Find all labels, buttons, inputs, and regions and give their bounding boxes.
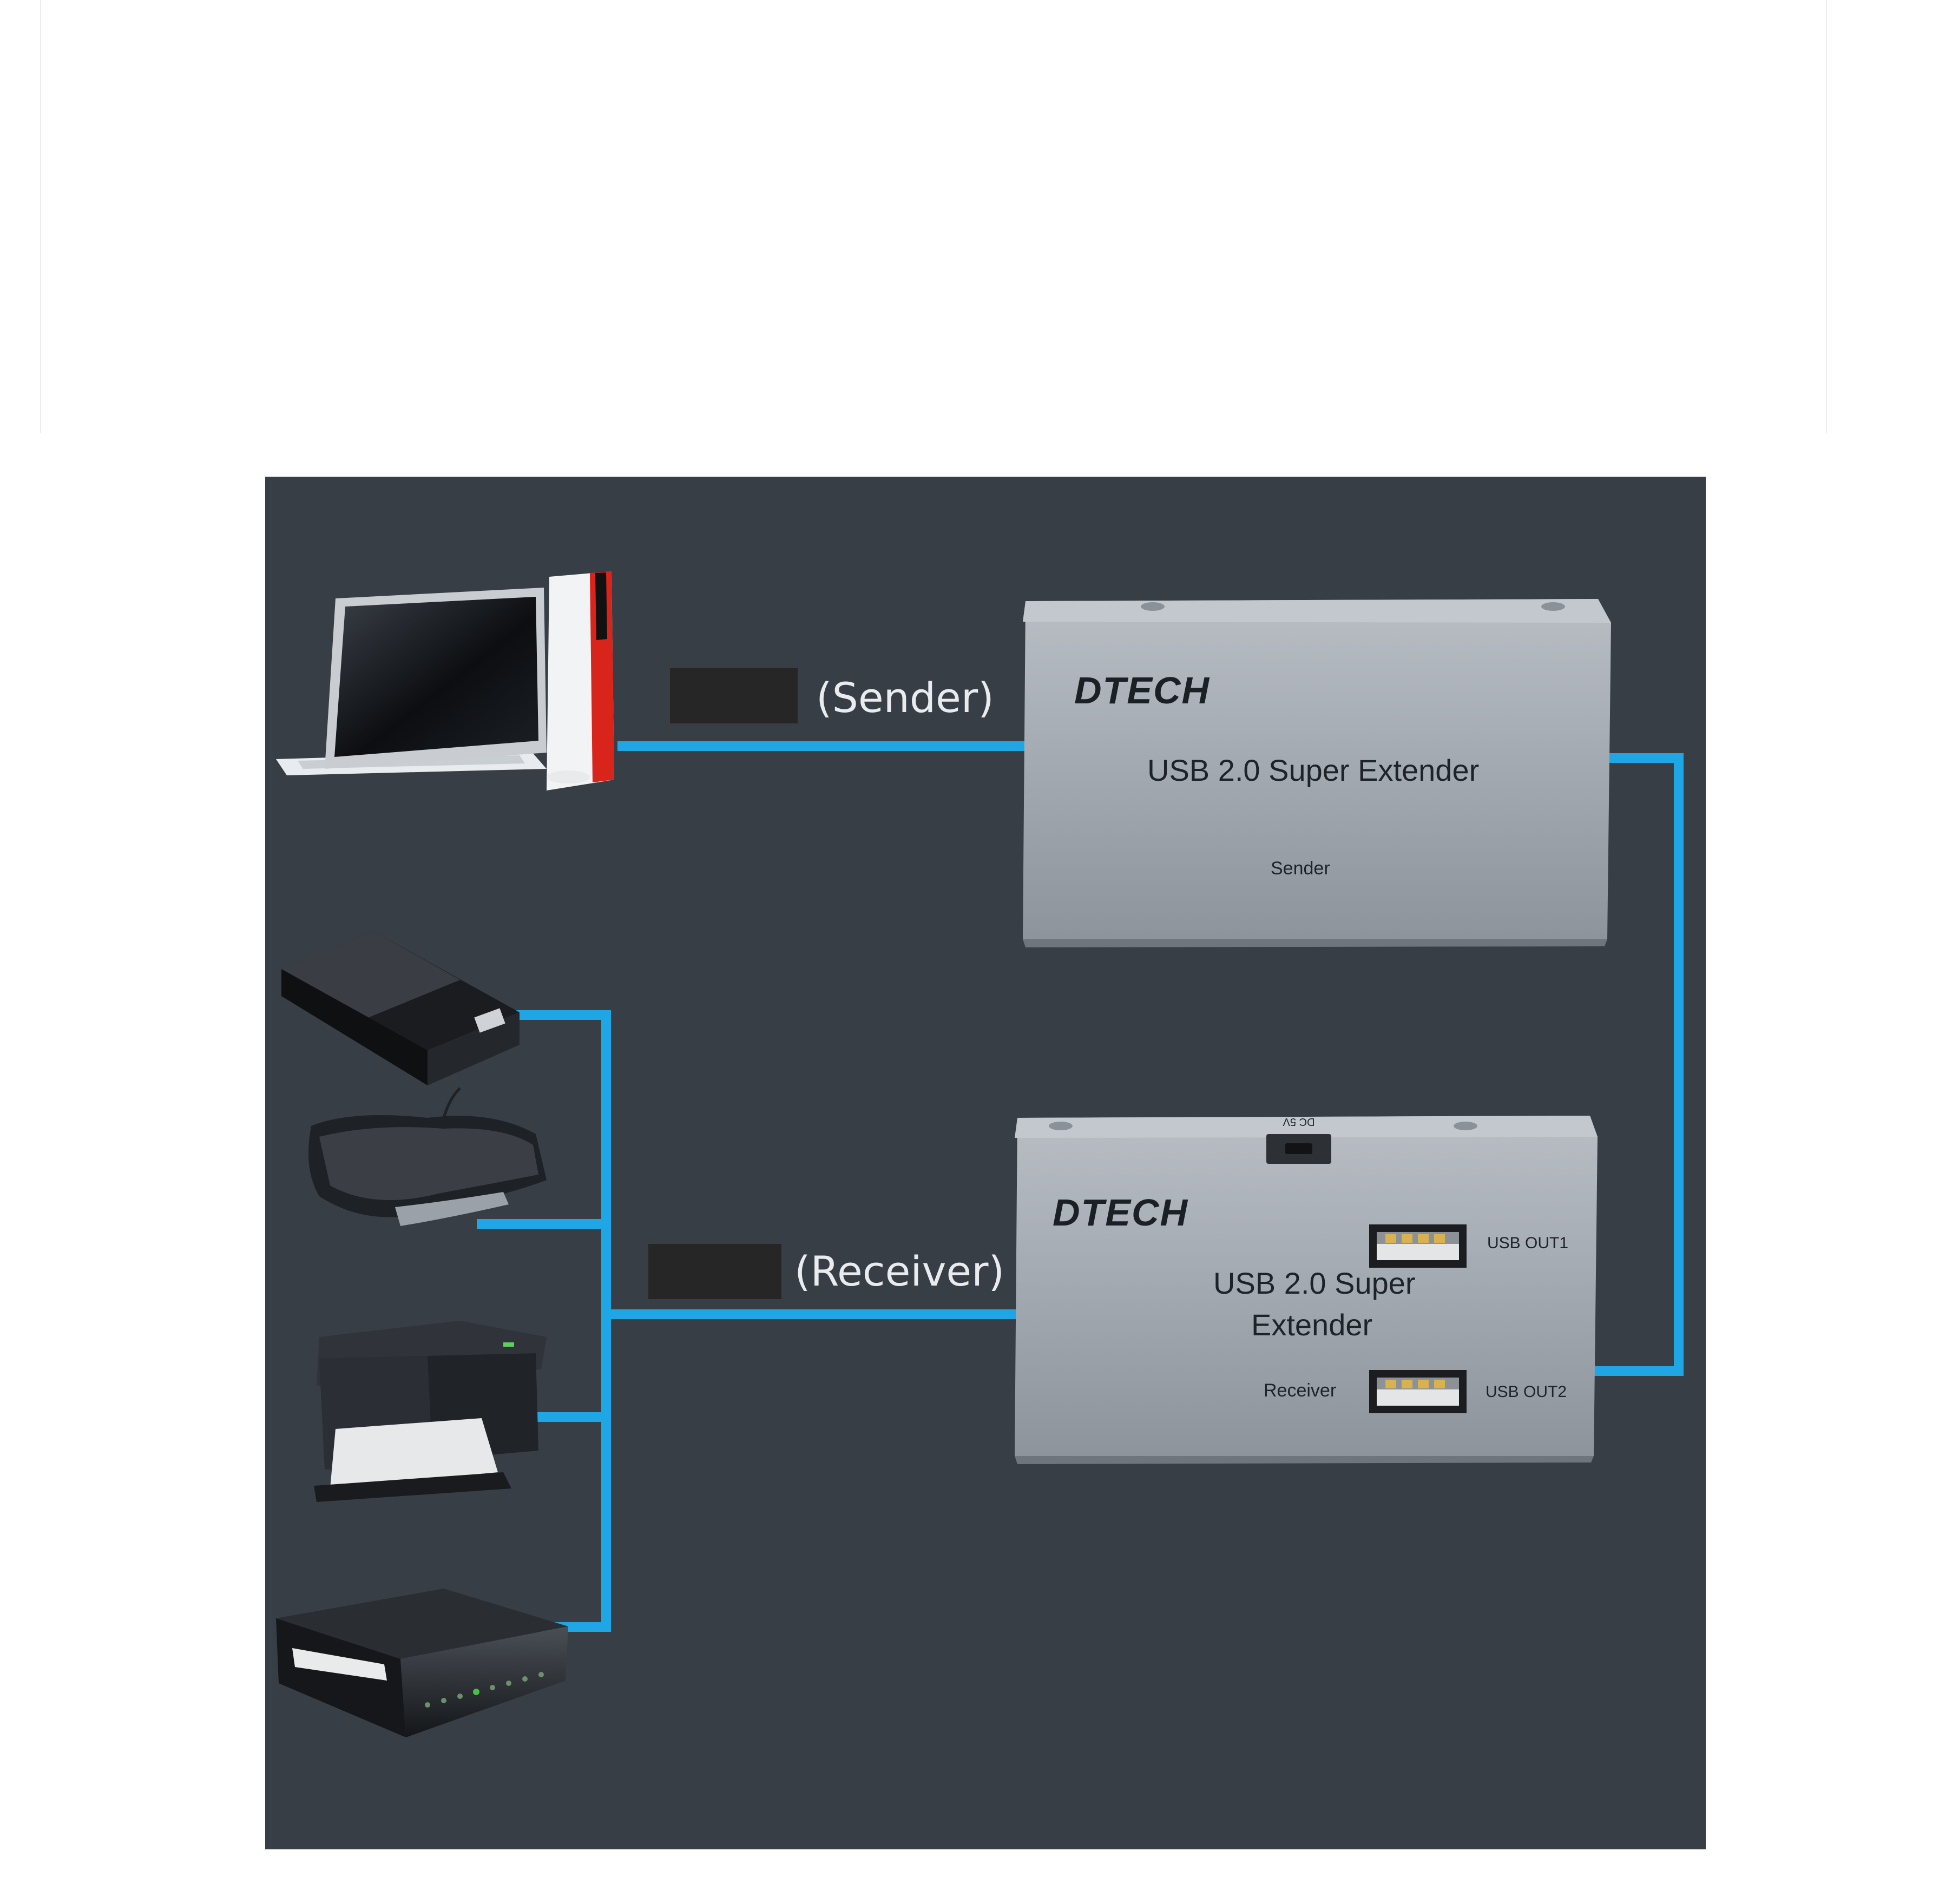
sender-caption-redaction <box>670 668 798 723</box>
usb-port-1 <box>1369 1224 1467 1268</box>
sender-role-label: Sender <box>1271 858 1330 879</box>
sender-brand-logo: DTECH <box>1074 669 1211 711</box>
receiver-screw-right <box>1454 1122 1477 1130</box>
receiver-caption: (Receiver) <box>794 1247 1005 1295</box>
receiver-title-line1: USB 2.0 Super <box>1213 1266 1416 1300</box>
receiver-title-line2: Extender <box>1251 1308 1373 1342</box>
receiver-caption-redaction <box>648 1244 781 1299</box>
receiver-brand-logo: DTECH <box>1053 1191 1189 1234</box>
cables <box>477 741 1684 1632</box>
usb-port-2 <box>1369 1370 1467 1413</box>
usb-out1-label: USB OUT1 <box>1487 1234 1569 1252</box>
sender-unit <box>1023 599 1611 947</box>
printer-icon <box>314 1321 547 1502</box>
dc-power-label: DC 5V <box>1283 1116 1315 1128</box>
keyboard-icon <box>308 1087 547 1226</box>
sender-screw-left <box>1141 602 1165 611</box>
scanner-icon <box>281 931 520 1085</box>
top-right-divider <box>1826 0 1827 433</box>
computer-icon <box>276 571 614 790</box>
usb-out2-label: USB OUT2 <box>1486 1383 1567 1401</box>
usb-extender-diagram: DC 5V (Sender) (Receiver) DTECH USB 2.0 … <box>265 477 1706 1849</box>
receiver-unit: DC 5V <box>1015 1116 1598 1464</box>
diagram-graphics: DC 5V <box>276 571 1684 1737</box>
top-left-divider <box>40 0 41 433</box>
sender-screw-right <box>1541 602 1565 611</box>
receiver-role-label: Receiver <box>1264 1380 1337 1401</box>
sender-caption: (Sender) <box>816 674 994 722</box>
media-device-icon <box>276 1589 568 1737</box>
sender-title: USB 2.0 Super Extender <box>1147 753 1480 787</box>
cable-sender-to-receiver <box>1590 753 1684 1376</box>
receiver-screw-left <box>1049 1122 1073 1130</box>
